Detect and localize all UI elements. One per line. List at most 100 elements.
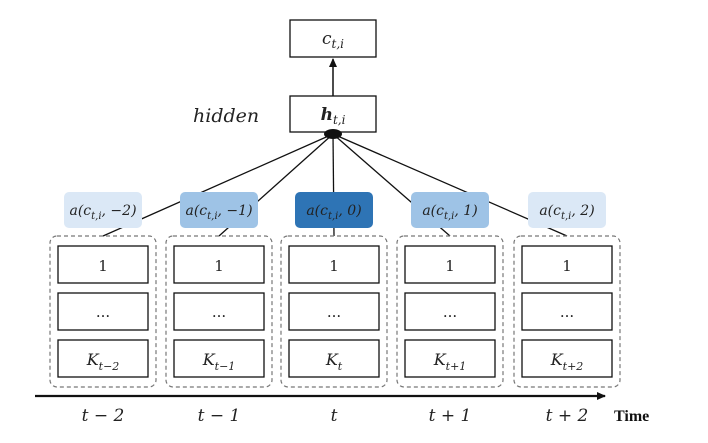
attention-label-subscript: t,i	[328, 211, 338, 222]
memory-slot	[521, 245, 613, 284]
memory-slot	[288, 339, 380, 378]
time-labels: t − 2 t − 1 t t + 1 t + 2	[82, 406, 589, 426]
attention-label: a(ct,i, −1)	[185, 203, 252, 222]
time-tick-label: t − 1	[198, 406, 241, 426]
attention-label-subscript: t,i	[91, 211, 101, 222]
memory-slot	[288, 245, 380, 284]
memory-groups: 1... Kt−2 1... Kt−1 1... Kt 1... Kt+1 1... Kt+2	[49, 235, 621, 388]
memory-slot-count: Kt−1	[202, 350, 236, 373]
memory-group: 1... Kt−2	[49, 235, 157, 388]
memory-slot	[57, 339, 149, 378]
time-axis-label: Time	[614, 408, 649, 425]
time-tick-label: t + 1	[429, 406, 472, 426]
memory-count-symbol: K	[202, 350, 216, 369]
memory-slot	[404, 339, 496, 378]
memory-slot-first: 1	[562, 257, 572, 275]
memory-slot-count: Kt+1	[433, 350, 467, 373]
memory-group-border	[49, 235, 157, 388]
memory-slot-ellipsis: ...	[327, 303, 341, 321]
memory-slot	[173, 245, 265, 284]
memory-count-subscript: t	[338, 360, 343, 373]
memory-slot-ellipsis: ...	[443, 303, 457, 321]
memory-slot	[404, 245, 496, 284]
attention-box: a(ct,i, −1)	[180, 192, 258, 228]
attention-label-prefix: a(c	[185, 203, 207, 219]
attention-box: a(ct,i, 2)	[528, 192, 606, 228]
memory-group-border	[280, 235, 388, 388]
memory-count-symbol: K	[433, 350, 447, 369]
hidden-node-label: h	[321, 105, 333, 125]
attention-weights: a(ct,i, −2)a(ct,i, −1)a(ct,i, 0)a(ct,i, …	[64, 192, 606, 228]
attention-label: a(ct,i, 1)	[422, 203, 477, 222]
attention-box: a(ct,i, 1)	[411, 192, 489, 228]
attention-label-subscript: t,i	[207, 211, 217, 222]
attention-label: a(ct,i, 0)	[306, 203, 361, 222]
attention-label-suffix: , −1)	[218, 203, 253, 219]
memory-slot	[173, 339, 265, 378]
junction-dot	[324, 129, 342, 139]
attention-label-prefix: a(c	[539, 203, 561, 219]
memory-group-border	[396, 235, 504, 388]
attention-label: a(ct,i, −2)	[69, 203, 136, 222]
memory-slot	[521, 339, 613, 378]
attention-label-suffix: , 0)	[338, 203, 361, 219]
memory-slot-ellipsis: ...	[96, 303, 110, 321]
memory-slot-count: Kt−2	[86, 350, 120, 373]
time-tick-label: t + 2	[546, 406, 589, 426]
attention-box: a(ct,i, 0)	[295, 192, 373, 228]
hidden-node: ht,i	[289, 95, 377, 133]
svg-text:ct,i: ct,i	[322, 29, 344, 51]
memory-count-subscript: t+1	[446, 360, 467, 373]
memory-slot-first: 1	[445, 257, 455, 275]
memory-count-subscript: t−1	[215, 360, 236, 373]
memory-slot	[57, 292, 149, 331]
memory-count-subscript: t+2	[563, 360, 584, 373]
attention-label-prefix: a(c	[422, 203, 444, 219]
attention-label-subscript: t,i	[561, 211, 571, 222]
attention-box-bg	[64, 192, 142, 228]
memory-slot-count: Kt+2	[550, 350, 584, 373]
memory-slot	[173, 292, 265, 331]
memory-group-border	[513, 235, 621, 388]
attention-box-bg	[180, 192, 258, 228]
memory-slot-first: 1	[329, 257, 339, 275]
attention-label: a(ct,i, 2)	[539, 203, 594, 222]
output-label: c	[322, 29, 332, 49]
memory-slot-first: 1	[98, 257, 108, 275]
memory-group: 1... Kt	[280, 235, 388, 388]
memory-count-symbol: K	[86, 350, 100, 369]
svg-text:ht,i: ht,i	[321, 105, 346, 127]
memory-count-subscript: t−2	[99, 360, 120, 373]
attention-label-suffix: , 2)	[571, 203, 594, 219]
memory-group: 1... Kt−1	[165, 235, 273, 388]
time-tick-label: t	[331, 406, 338, 426]
attention-label-prefix: a(c	[69, 203, 91, 219]
attention-label-suffix: , −2)	[102, 203, 137, 219]
output-subscript: t,i	[332, 37, 345, 51]
hidden-node-subscript: t,i	[333, 113, 346, 127]
memory-slot-ellipsis: ...	[212, 303, 226, 321]
attention-box-bg	[528, 192, 606, 228]
attention-label-suffix: , 1)	[454, 203, 477, 219]
memory-slot-ellipsis: ...	[560, 303, 574, 321]
memory-slot	[288, 292, 380, 331]
attention-label-subscript: t,i	[444, 211, 454, 222]
memory-slot-first: 1	[214, 257, 224, 275]
output-node: ct,i	[289, 19, 377, 58]
memory-count-symbol: K	[550, 350, 564, 369]
memory-slot	[57, 245, 149, 284]
memory-slot	[521, 292, 613, 331]
hidden-label: hidden	[193, 105, 259, 127]
time-tick-label: t − 2	[82, 406, 125, 426]
attention-label-prefix: a(c	[306, 203, 328, 219]
memory-count-symbol: K	[325, 350, 339, 369]
attention-box: a(ct,i, −2)	[64, 192, 142, 228]
memory-slot-count: Kt	[325, 350, 343, 373]
memory-group: 1... Kt+2	[513, 235, 621, 388]
attention-box-bg	[295, 192, 373, 228]
memory-group-border	[165, 235, 273, 388]
memory-slot	[404, 292, 496, 331]
memory-group: 1... Kt+1	[396, 235, 504, 388]
